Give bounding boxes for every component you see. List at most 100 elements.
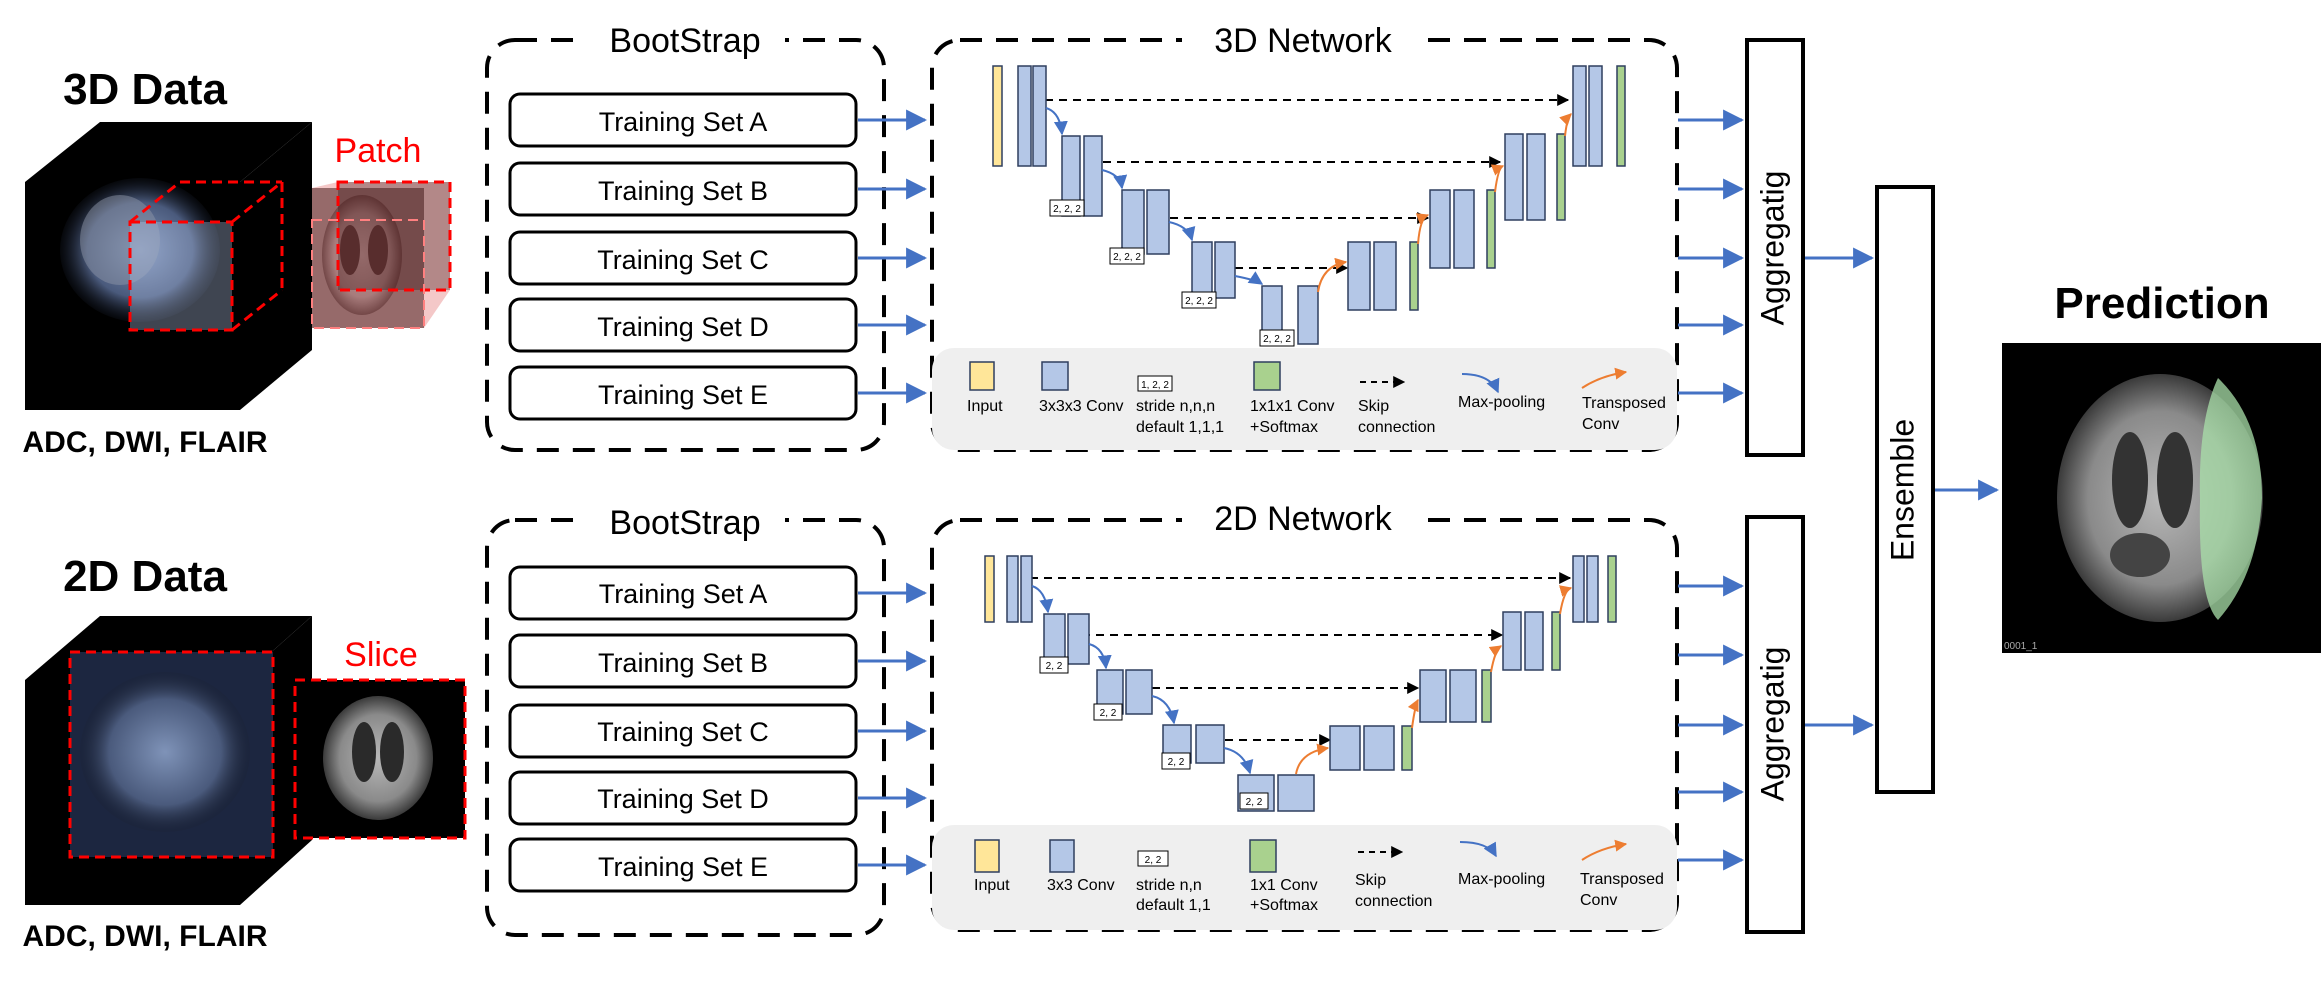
maxpool-arrows-3d (1045, 107, 1264, 285)
patch-cube-outline (128, 180, 284, 332)
output-block (1607, 555, 1617, 623)
legend-transposed-line2: Conv (1582, 416, 1619, 433)
skip-connections-3d (1045, 94, 1570, 274)
conv-block (1125, 669, 1153, 715)
legend-stride-tag: 1, 2, 2 (1141, 380, 1169, 391)
conv-block (1572, 555, 1585, 623)
training-set-box: Training Set E (508, 365, 858, 421)
legend-conv-swatch (1049, 839, 1075, 873)
conv-block (1277, 774, 1315, 812)
svg-text:Training Set E: Training Set E (598, 852, 768, 882)
legend-stride-line2: default 1,1 (1136, 897, 1211, 914)
ensemble-label: Ensemble (1884, 419, 1920, 561)
output-block (1616, 65, 1626, 167)
conv-block (1017, 65, 1032, 167)
bootstrap-bottom-panel: BootStrap Training Set A Training Set B … (485, 500, 886, 937)
stride-tag: 2, 2, 2 (1263, 334, 1291, 345)
prediction-footnote: 0001_1 (2004, 641, 2038, 652)
bootstrap-bottom-title: BootStrap (609, 504, 760, 542)
conv-block (1214, 241, 1236, 299)
legend-input-swatch (969, 361, 995, 391)
legend-conv-label: 3x3x3 Conv (1039, 398, 1124, 415)
conv-block (1373, 241, 1397, 311)
network-2d-title: 2D Network (1214, 500, 1393, 538)
legend-transposed-line1: Transposed (1580, 871, 1664, 888)
legend-maxpool-label: Max-pooling (1458, 394, 1545, 411)
aggregation-bottom-box: Aggregatig (1745, 515, 1805, 934)
training-set-box: Training Set B (508, 633, 858, 689)
svg-text:Training Set C: Training Set C (597, 717, 769, 747)
output-block (1481, 669, 1492, 723)
legend-transposed-line1: Transposed (1582, 395, 1666, 412)
conv-block (1347, 241, 1371, 311)
stride-tag: 2, 2 (1100, 708, 1117, 719)
svg-text:Training Set C: Training Set C (597, 245, 769, 275)
data-2d-title: 2D Data (63, 552, 227, 601)
conv-block (1067, 613, 1090, 665)
stride-tag: 2, 2 (1168, 757, 1185, 768)
legend-output-line1: 1x1 Conv (1250, 877, 1318, 894)
stride-tag: 2, 2, 2 (1185, 296, 1213, 307)
svg-text:Training Set D: Training Set D (597, 312, 769, 342)
conv-block (1195, 724, 1225, 764)
legend-stride-line2: default 1,1,1 (1136, 419, 1224, 436)
conv-block (1449, 669, 1477, 723)
legend-output-swatch (1249, 839, 1277, 873)
conv-block (1419, 669, 1447, 723)
conv-block (1191, 241, 1213, 299)
input-block (984, 555, 995, 623)
svg-text:Training Set E: Training Set E (598, 380, 768, 410)
conv-block (1572, 65, 1587, 167)
legend-stride-line1: stride n,n,n (1136, 398, 1215, 415)
network-2d-panel: 2D Network 2, 2 2, 2 2, 2 2, 2 (930, 498, 1679, 932)
transposed-conv-arrows-3d (1317, 113, 1572, 293)
stride-tag: 2, 2, 2 (1053, 204, 1081, 215)
lesion-overlay (2199, 378, 2262, 620)
svg-text:Training Set B: Training Set B (598, 648, 768, 678)
conv-block (1588, 65, 1603, 167)
legend-3d: Input 3x3x3 Conv 1, 2, 2 stride n,n,n de… (932, 348, 1677, 450)
output-block (1409, 241, 1419, 311)
svg-text:Training Set A: Training Set A (599, 107, 768, 137)
stride-tag: 2, 2 (1246, 797, 1263, 808)
legend-transposed-line2: Conv (1580, 892, 1617, 909)
conv-block (1502, 611, 1522, 671)
extracted-patch-image (311, 180, 452, 329)
training-set-box: Training Set C (508, 703, 858, 759)
aggregation-top-label: Aggregatig (1754, 171, 1790, 326)
legend-output-swatch (1253, 361, 1281, 391)
bootstrap-top-panel: BootStrap Training Set A Training Set B … (485, 20, 886, 452)
legend-skip-line1: Skip (1355, 872, 1386, 889)
data-2d-modalities: ADC, DWI, FLAIR (23, 920, 268, 953)
legend-skip-line2: connection (1355, 893, 1432, 910)
skip-connections-2d (1030, 572, 1572, 746)
conv-block (1083, 135, 1103, 217)
patch-label: Patch (335, 132, 422, 170)
data-3d-modalities: ADC, DWI, FLAIR (23, 426, 268, 459)
aggregation-bottom-label: Aggregatig (1754, 647, 1790, 802)
training-set-box: Training Set E (508, 837, 858, 893)
legend-2d: Input 3x3 Conv 2, 2 stride n,n default 1… (932, 825, 1677, 930)
data-3d-panel: 3D Data Patch ADC, DWI, FLAIR (23, 65, 452, 459)
bootstrap-to-network-arrows (858, 109, 928, 876)
bootstrap-top-title: BootStrap (609, 22, 760, 60)
training-set-box: Training Set A (508, 92, 858, 148)
stride-tag: 2, 2 (1046, 661, 1063, 672)
aggregation-top-box: Aggregatig (1745, 38, 1805, 457)
cube-3d-side (240, 122, 312, 410)
training-set-box: Training Set A (508, 565, 858, 621)
legend-stride-tag: 2, 2 (1145, 855, 1162, 866)
conv-block (1121, 189, 1145, 255)
legend-stride-line1: stride n,n (1136, 877, 1202, 894)
conv-block (1363, 725, 1395, 771)
legend-maxpool-label: Max-pooling (1458, 871, 1545, 888)
legend-skip-line2: connection (1358, 419, 1435, 436)
conv-block (1504, 133, 1524, 221)
output-block (1556, 133, 1566, 221)
output-block (1551, 611, 1561, 671)
legend-skip-line1: Skip (1358, 398, 1389, 415)
legend-output-line2: +Softmax (1250, 897, 1318, 914)
prediction-title: Prediction (2054, 279, 2269, 328)
